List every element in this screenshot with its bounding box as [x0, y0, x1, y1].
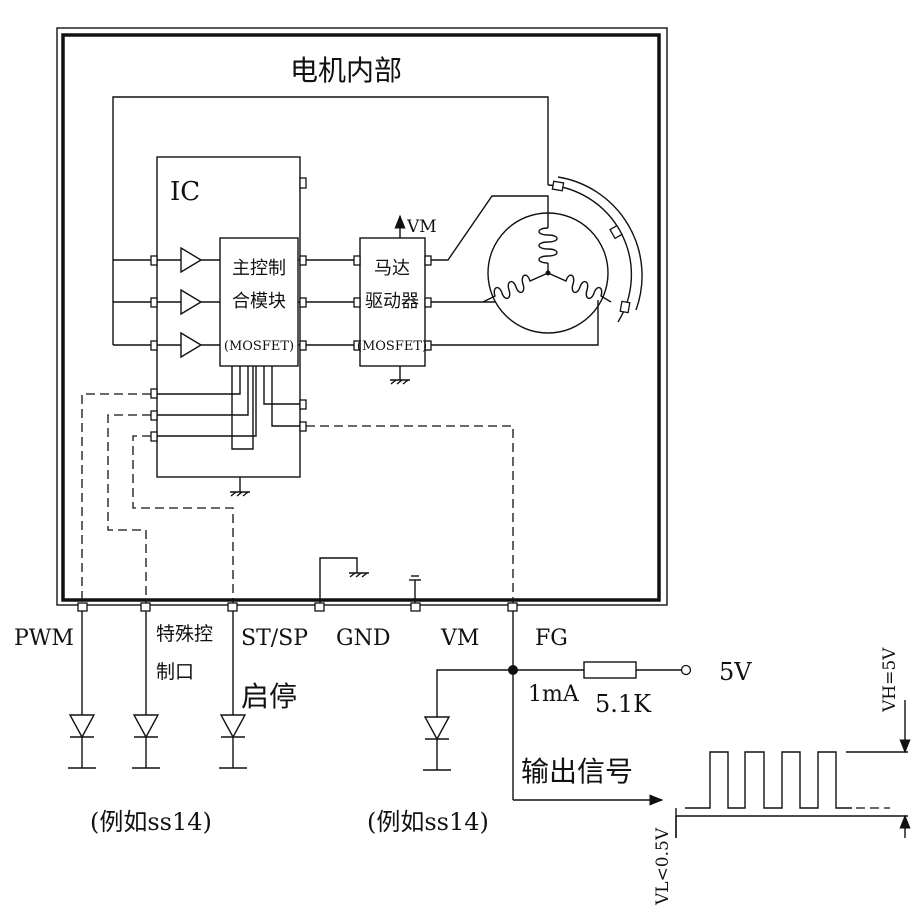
motor-title: 电机内部	[290, 54, 402, 87]
control-module-line2: 合模块	[232, 291, 286, 312]
ic-block	[156, 156, 307, 478]
diode-special	[132, 611, 160, 769]
feedback-wire	[112, 96, 549, 345]
ic-right-pins	[299, 255, 307, 432]
motor-stator	[487, 176, 643, 334]
ic-ground	[230, 477, 250, 497]
pin-label-vm: VM	[440, 626, 479, 651]
driver-pins	[353, 255, 432, 351]
driver-vm-label: VM	[406, 217, 437, 237]
pin-label-start-stop: 启停	[241, 680, 297, 713]
vh-label: VH=5V	[880, 647, 900, 713]
driver-line3: (MOSFET)	[357, 339, 427, 354]
fg-current: 1mA	[528, 682, 580, 707]
output-waveform	[675, 700, 911, 838]
control-module-line1: 主控制	[232, 258, 286, 279]
vl-label: VL<0.5V	[653, 827, 673, 906]
diode-pwm	[68, 611, 96, 769]
fg-supply: 5V	[719, 658, 752, 686]
diode-note-right: (例如ss14)	[367, 808, 489, 836]
control-module-line3: (MOSFET)	[224, 339, 294, 354]
diode-note-left: (例如ss14)	[90, 808, 212, 836]
driver-ground	[390, 366, 410, 385]
pin-label-special-1: 特殊控	[156, 623, 213, 645]
driver-line1: 马达	[374, 258, 410, 279]
phase-wire-c	[431, 300, 599, 346]
pin-label-stsp: ST/SP	[241, 626, 308, 651]
ic-left-pins	[150, 255, 158, 442]
pin-label-special-2: 制口	[156, 661, 194, 683]
fg-circuit	[423, 611, 692, 806]
motor-enclosure	[56, 27, 668, 606]
fg-resistor-value: 5.1K	[595, 690, 652, 718]
motor-coils	[482, 218, 612, 303]
diode-stsp	[219, 611, 247, 769]
pin-label-gnd: GND	[336, 626, 390, 651]
driver-line2: 驱动器	[365, 291, 419, 312]
pin-label-fg: FG	[535, 626, 568, 651]
hall-buffer-triangles	[157, 246, 220, 359]
pin-label-pwm: PWM	[14, 626, 74, 651]
bottom-pins	[77, 602, 518, 612]
ic-pin-top	[299, 177, 307, 189]
phase-wire-a	[431, 195, 549, 261]
pullup-resistor	[583, 661, 637, 679]
control-module-wires	[157, 366, 300, 450]
fg-output-label: 输出信号	[521, 755, 633, 788]
dashed-connections	[81, 393, 514, 603]
internal-vm-stub	[409, 575, 421, 603]
ic-label: IC	[170, 177, 200, 207]
internal-gnd-stub	[319, 557, 369, 603]
